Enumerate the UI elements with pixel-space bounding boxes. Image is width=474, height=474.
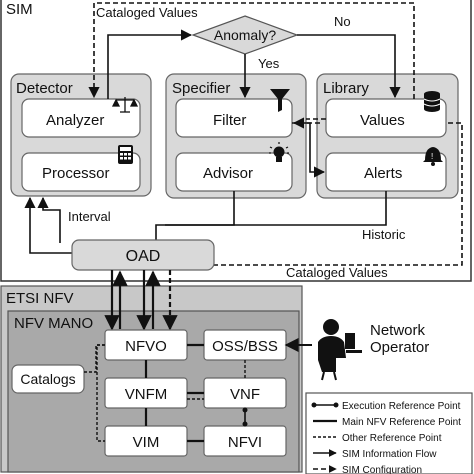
yes-label: Yes: [258, 56, 280, 71]
operator-line2: Operator: [370, 339, 429, 356]
calculator-icon: [118, 145, 133, 164]
cataloged-values-bottom-label: Cataloged Values: [286, 265, 388, 280]
cataloged-values-top-label: Cataloged Values: [96, 5, 198, 20]
historic-label: Historic: [362, 227, 406, 242]
database-icon: [423, 91, 441, 112]
vnf-label: VNF: [230, 386, 260, 403]
library-title: Library: [323, 80, 369, 97]
svg-text:!: !: [431, 152, 433, 161]
vim-label: VIM: [133, 434, 160, 451]
anomaly-decision: Anomaly?: [191, 15, 299, 55]
detector-group: Detector Analyzer Processor: [10, 73, 152, 197]
nfv-reference-points: [96, 343, 248, 443]
lightbulb-icon: [269, 142, 289, 162]
sim-configuration-flows: [88, 2, 463, 266]
bell-icon: !: [423, 147, 443, 166]
nfvo-label: NFVO: [125, 338, 167, 355]
values-label: Values: [360, 112, 405, 129]
alerts-label: Alerts: [364, 165, 402, 182]
vnfm-box: VNFM: [104, 377, 188, 409]
analyzer-box: [21, 98, 141, 138]
oss-bss-box: OSS/BSS: [203, 329, 287, 361]
analyzer-label: Analyzer: [46, 112, 104, 129]
funnel-icon: [270, 89, 290, 112]
vim-box: VIM: [104, 425, 188, 457]
nfv-mano-title: NFV MANO: [14, 315, 93, 332]
filter-box: [175, 98, 293, 138]
oss-bss-label: OSS/BSS: [212, 338, 278, 355]
oad-to-nfvo-flows: [104, 270, 178, 331]
catalogs-link: [84, 344, 105, 373]
nfvi-label: NFVI: [228, 434, 262, 451]
legend-sim-information: SIM Information Flow: [342, 449, 437, 460]
legend-execution: Execution Reference Point: [342, 401, 461, 412]
legend-sim-configuration: SIM Configuration: [342, 465, 422, 474]
legend-other: Other Reference Point: [342, 433, 442, 444]
processor-label: Processor: [42, 165, 110, 182]
vnfm-label: VNFM: [125, 386, 168, 403]
no-label: No: [334, 14, 351, 29]
oad-label: OAD: [126, 248, 161, 265]
etsi-nfv-title: ETSI NFV: [6, 290, 74, 307]
scale-icon: [111, 97, 139, 113]
sim-title: SIM: [6, 1, 33, 18]
operator-line1: Network: [370, 322, 426, 339]
vnf-box: VNF: [203, 377, 287, 409]
specifier-group: Specifier Filter Advisor: [165, 73, 307, 199]
specifier-title: Specifier: [172, 80, 230, 97]
operator-icon: [318, 319, 362, 381]
catalogs-box: Catalogs: [11, 364, 85, 394]
values-box: [325, 98, 447, 138]
legend-main-nfv: Main NFV Reference Point: [342, 417, 461, 428]
detector-title: Detector: [16, 80, 73, 97]
oad-box: OAD: [71, 239, 215, 271]
legend: Execution Reference Point Main NFV Refer…: [305, 392, 473, 474]
interval-label: Interval: [68, 209, 111, 224]
filter-label: Filter: [213, 112, 246, 129]
anomaly-label: Anomaly?: [214, 27, 276, 43]
nfvi-box: NFVI: [203, 425, 287, 457]
advisor-label: Advisor: [203, 165, 253, 182]
library-group: Library Values Alerts !: [316, 73, 459, 199]
nfvo-box: NFVO: [104, 329, 188, 361]
processor-box: [21, 152, 141, 192]
catalogs-label: Catalogs: [20, 371, 75, 387]
